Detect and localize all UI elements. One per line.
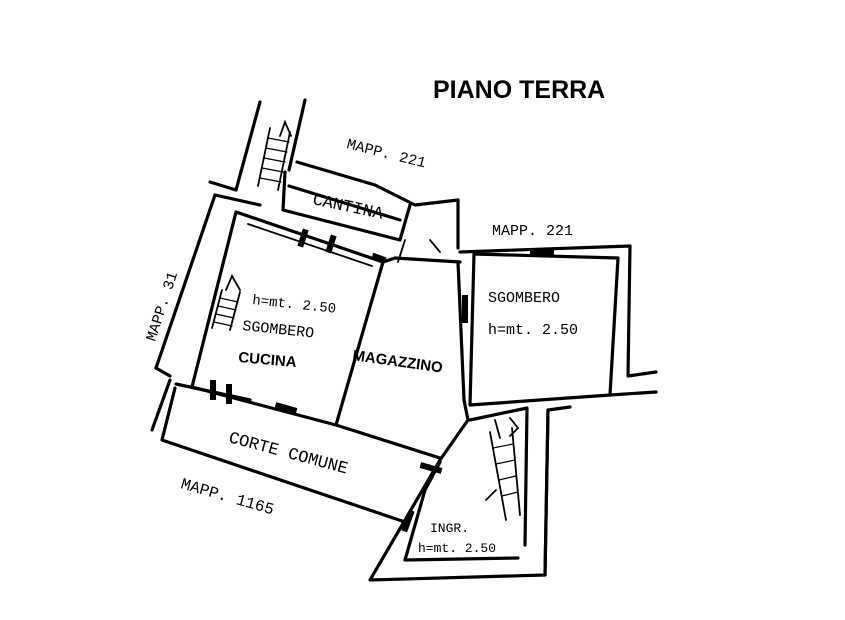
label-cucina: CUCINA xyxy=(238,349,298,371)
label-cucina-sgombero: SGOMBERO xyxy=(241,318,314,342)
label-cucina-height: h=mt. 2.50 xyxy=(251,293,336,318)
label-corte-comune: CORTE COMUNE xyxy=(226,429,349,479)
label-sgombero-height: h=mt. 2.50 xyxy=(488,322,578,339)
label-mapp-1165: MAPP. 1165 xyxy=(179,476,276,520)
label-mapp-221-top: MAPP. 221 xyxy=(345,136,428,172)
walls xyxy=(150,98,658,582)
label-mapp-221-right: MAPP. 221 xyxy=(492,223,573,240)
staircase-kitchen xyxy=(211,273,241,331)
label-magazzino: MAGAZZINO xyxy=(351,347,444,377)
label-ingr-height: h=mt. 2.50 xyxy=(418,541,496,556)
label-sgombero: SGOMBERO xyxy=(488,290,560,307)
label-ingr: INGR. xyxy=(430,521,469,536)
openings xyxy=(210,228,554,533)
staircase-top-left xyxy=(257,119,292,191)
plan-title: PIANO TERRA xyxy=(433,76,605,104)
staircase-entry xyxy=(485,417,521,521)
